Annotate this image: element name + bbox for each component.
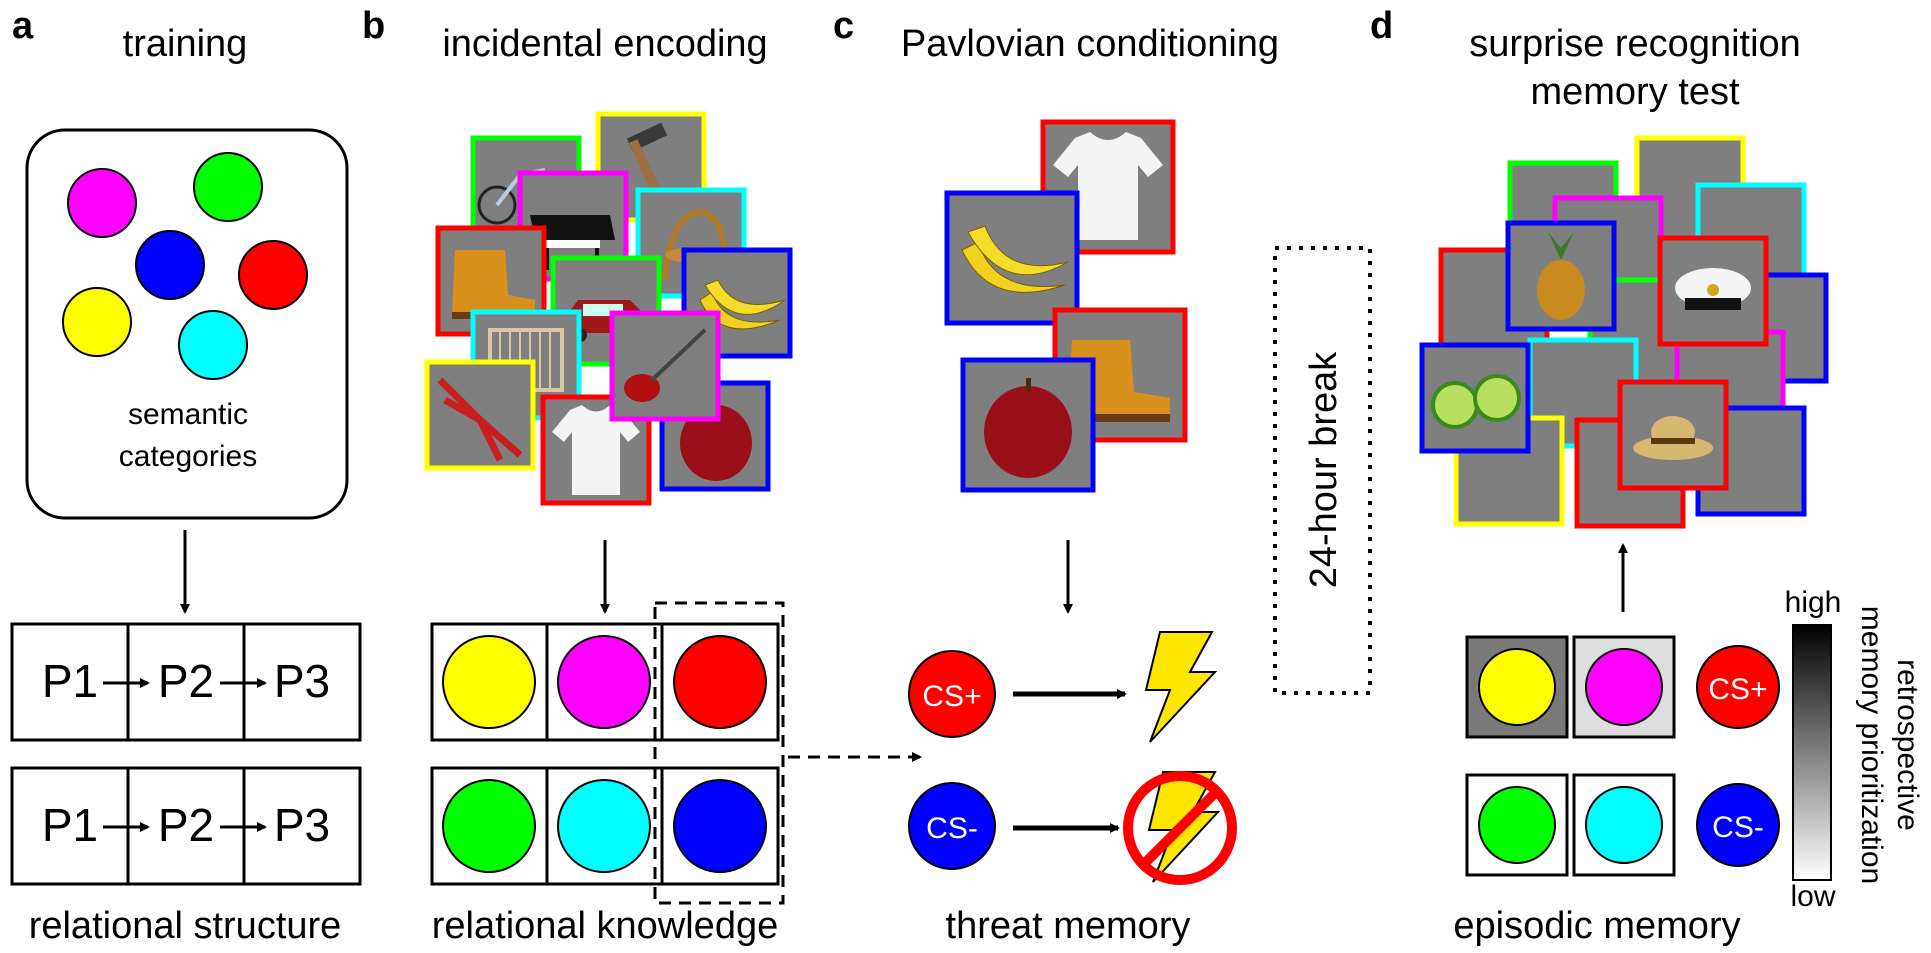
panel-a-caption: relational structure [29,905,342,947]
photo-c-banana [944,190,1080,326]
memory-cs-minus-label: CS- [1712,811,1764,844]
photo-d-lime [1419,342,1531,454]
colorbar-low-label: low [1790,880,1835,913]
panel-d-caption: episodic memory [1453,905,1740,947]
memory-row-1: CS+ [1465,635,1780,739]
category-circle-red [238,240,308,310]
panel-a: a training semantic categories P1 P2 P3 [10,5,362,947]
no-shock-icon [1123,771,1237,885]
lightning-icon [1144,631,1218,743]
panel-c-title: Pavlovian conditioning [901,23,1279,65]
row1-p3: P3 [274,655,330,707]
knowledge-circle-magenta [557,635,651,729]
panel-b-title: incidental encoding [442,23,767,65]
panel-c: c Pavlovian conditioning [833,5,1279,947]
category-circle-green [193,152,263,222]
knowledge-circle-yellow [442,635,536,729]
memory-circle-yellow [1478,648,1556,726]
category-circle-cyan [178,310,248,380]
row1-p1: P1 [42,655,98,707]
photo-c-apple [960,357,1096,493]
colorbar-high-label: high [1785,586,1842,619]
knowledge-row-2 [430,766,780,886]
category-circle-blue [135,230,205,300]
row2-p2: P2 [158,799,214,851]
memory-cs-plus-label: CS+ [1708,673,1767,706]
colorbar-gradient [1792,624,1832,881]
panel-b-letter: b [362,5,385,47]
memory-circle-magenta [1585,648,1663,726]
memory-cs-plus-circle [1696,645,1780,729]
cs-minus-circle [908,782,996,870]
break-box: 24-hour break [1273,246,1372,695]
photo-guitar [609,310,721,422]
cs-minus-label: CS- [926,812,978,845]
photo-d-straw-hat [1617,379,1729,491]
dashed-selection-box [653,601,785,905]
photo-tshirt [540,394,652,506]
knowledge-circle-blue [673,779,767,873]
semantic-label: semantic [128,398,248,431]
panel-d-title-line2: memory test [1530,71,1739,113]
panel-d-letter: d [1370,5,1393,47]
photo-collage-b [424,111,793,506]
panel-d-title-line1: surprise recognition [1469,23,1801,65]
panel-b-caption: relational knowledge [432,905,778,947]
panel-c-caption: threat memory [946,905,1191,947]
cs-plus-label: CS+ [922,680,981,713]
photo-collage-d [1419,135,1829,529]
knowledge-circle-cyan [557,779,651,873]
memory-circle-green [1478,786,1556,864]
memory-row-2: CS- [1465,773,1780,877]
knowledge-circle-red [673,635,767,729]
photo-c-tshirt [1040,119,1176,255]
panel-b: b incidental encoding [362,5,922,947]
knowledge-row-1 [430,622,780,742]
photo-pliers [424,359,536,471]
cs-plus-circle [908,650,996,738]
break-label: 24-hour break [1303,351,1345,589]
colorbar-title-1: retrospective [1891,659,1924,831]
category-circle-yellow [62,287,132,357]
panel-a-title: training [123,23,248,65]
memory-circle-cyan [1585,786,1663,864]
colorbar: high low retrospective memory prioritiza… [1785,586,1924,913]
memory-cs-minus-circle [1696,783,1780,867]
panel-a-letter: a [12,5,34,47]
row2-p1: P1 [42,799,98,851]
photo-d-pineapple [1505,220,1617,332]
knowledge-circle-green [442,779,536,873]
panel-c-letter: c [833,5,854,47]
colorbar-title-2: memory prioritization [1855,606,1888,884]
relational-row-2: P1 P2 P3 [10,766,362,886]
photo-collage-c [944,119,1188,493]
panel-d: d surprise recognition memory test [1370,5,1924,947]
row2-p3: P3 [274,799,330,851]
categories-label: categories [119,440,257,473]
photo-d-captain-hat [1657,235,1769,347]
row1-p2: P2 [158,655,214,707]
category-circle-magenta [67,168,137,238]
relational-row-1: P1 P2 P3 [10,622,362,742]
